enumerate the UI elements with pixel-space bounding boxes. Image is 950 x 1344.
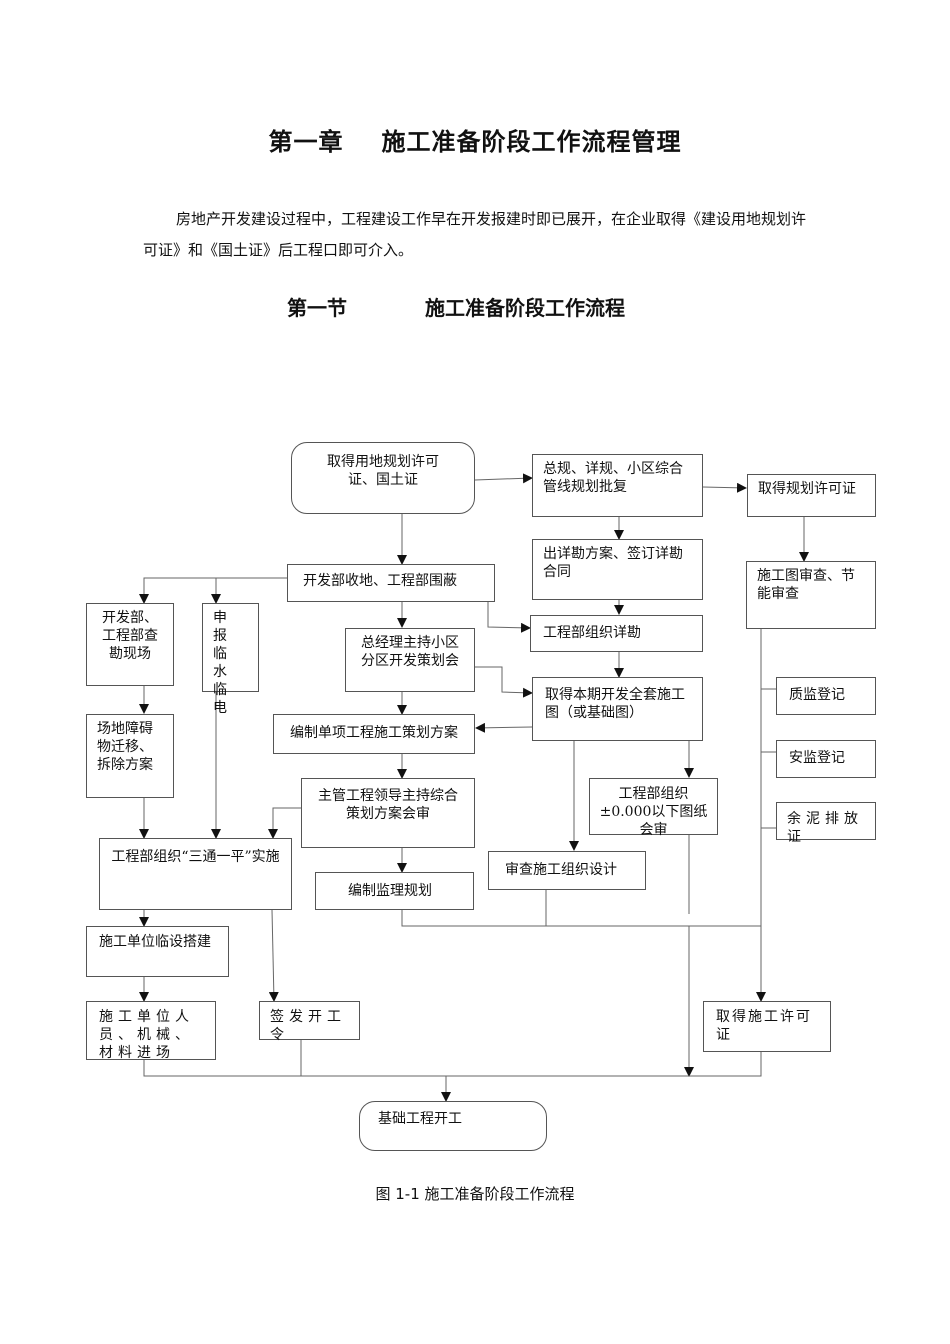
flow-gm-meeting: 总经理主持小区分区开发策划会 <box>345 628 475 692</box>
flow-personnel-entry: 施工单位人员、机械、材料进场 <box>86 1001 216 1061</box>
flow-survey-plan: 出详勘方案、签订详勘合同 <box>532 539 703 600</box>
flow-obstacle-removal: 场地障碍物迁移、拆除方案 <box>86 714 174 798</box>
flow-site-survey: 开发部、工程部查勘现场 <box>86 603 174 686</box>
flow-quality-reg: 质监登记 <box>776 677 876 715</box>
flow-review-org-design: 审查施工组织设计 <box>488 851 646 890</box>
section-heading: 施工准备阶段工作流程 <box>425 296 625 320</box>
chapter-label: 第一章 <box>268 128 344 156</box>
flow-three-utilities: 工程部组织“三通一平”实施 <box>99 838 292 910</box>
intro-paragraph: 房地产开发建设过程中，工程建设工作早在开发报建时即已展开，在企业取得《建设用地规… <box>143 210 807 259</box>
flow-mud-permit: 余泥排放证 <box>776 802 876 845</box>
flow-enclosure: 开发部收地、工程部围蔽 <box>287 564 495 602</box>
flow-foundation-start: 基础工程开工 <box>359 1101 547 1151</box>
flow-below-zero-review: 工程部组织±0.000以下图纸会审 <box>589 778 718 838</box>
chapter-title: 第一章 施工准备阶段工作流程管理 <box>0 122 950 157</box>
flow-land-permit: 取得用地规划许可证、国土证 <box>291 442 475 514</box>
section-label: 第一节 <box>287 296 347 320</box>
flow-planning-permit: 取得规划许可证 <box>747 474 876 517</box>
flow-start-order: 签发开工令 <box>259 1001 360 1043</box>
flow-org-survey: 工程部组织详勘 <box>530 615 703 652</box>
flow-master-plan: 总规、详规、小区综合管线规划批复 <box>532 454 703 517</box>
flow-plan-review-meeting: 主管工程领导主持综合策划方案会审 <box>301 778 475 848</box>
flow-utilities-apply: 申报临水临电 <box>202 603 259 716</box>
chapter-heading: 施工准备阶段工作流程管理 <box>381 128 682 156</box>
figure-caption: 图 1-1 施工准备阶段工作流程 <box>375 1185 575 1203</box>
flow-temp-facilities: 施工单位临设搭建 <box>86 926 229 977</box>
flow-get-drawings: 取得本期开发全套施工图（或基础图） <box>532 677 703 741</box>
section-title: 第一节 施工准备阶段工作流程 <box>287 292 625 321</box>
flow-safety-reg: 安监登记 <box>776 740 876 778</box>
flow-single-plan: 编制单项工程施工策划方案 <box>273 714 475 754</box>
flow-drawing-review: 施工图审查、节能审查 <box>746 561 876 629</box>
flow-supervision-plan: 编制监理规划 <box>315 872 474 910</box>
flow-construction-permit: 取得施工许可证 <box>703 1001 831 1052</box>
